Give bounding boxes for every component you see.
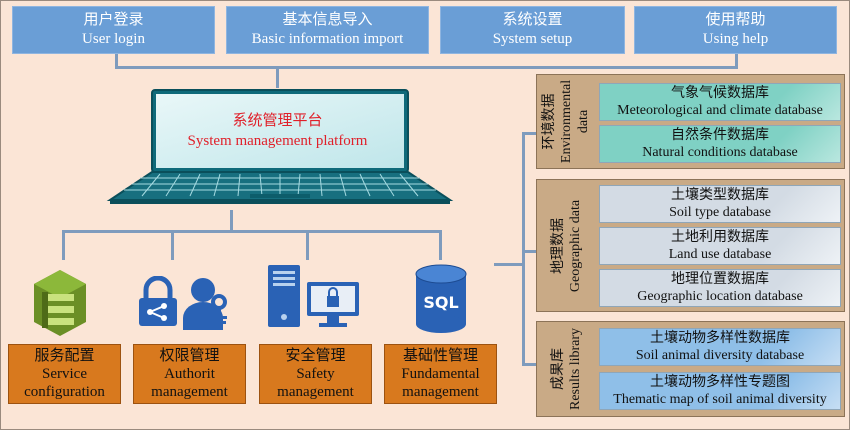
safety-management-en1: Safety: [296, 366, 335, 382]
platform-zh: 系统管理平台: [232, 113, 323, 129]
fundamental-management-zh: 基础性管理: [402, 348, 478, 364]
land-use-database[interactable]: 土地利用数据库 Land use database: [599, 227, 841, 265]
connector-top-right-tick: [735, 54, 738, 69]
connector-right-vertical: [522, 132, 525, 366]
using-help-en: Using help: [702, 31, 769, 47]
platform-en: System management platform: [187, 133, 368, 149]
service-configuration-button[interactable]: 服务配置 Service configuration: [8, 344, 121, 404]
connector-bottom-bracket: [62, 230, 442, 233]
safety-management-button[interactable]: 安全管理 Safety management: [259, 344, 372, 404]
environmental-data-label: 环境数据 Environmental data: [537, 75, 597, 168]
service-configuration-en1: Service: [42, 366, 87, 382]
meteorological-climate-database[interactable]: 气象气候数据库 Meteorological and climate datab…: [599, 83, 841, 121]
fundamental-management-en1: Fundamental: [401, 366, 480, 382]
system-setup-zh: 系统设置: [502, 12, 563, 28]
natural-conditions-en: Natural conditions database: [642, 145, 798, 160]
geographic-location-zh: 地理位置数据库: [671, 272, 769, 287]
monitor-lock-icon: [307, 282, 359, 327]
soil-animal-diversity-database[interactable]: 土壤动物多样性数据库 Soil animal diversity databas…: [599, 328, 841, 366]
geographic-location-en: Geographic location database: [637, 289, 803, 304]
connector-bottom-tick-4: [439, 230, 442, 260]
results-library-zh: 成果库: [551, 348, 567, 391]
natural-conditions-zh: 自然条件数据库: [671, 128, 769, 143]
using-help-button[interactable]: 使用帮助 Using help: [634, 6, 837, 54]
geographic-data-en1: Geographic data: [568, 199, 583, 292]
soil-animal-diversity-zh: 土壤动物多样性数据库: [650, 331, 790, 346]
soil-type-zh: 土壤类型数据库: [671, 188, 769, 203]
geographic-data-group: 地理数据 Geographic data 土壤类型数据库 Soil type d…: [536, 179, 845, 312]
results-library-en1: Results library: [568, 327, 584, 411]
land-use-en: Land use database: [668, 247, 772, 262]
laptop-illustration: [106, 89, 454, 204]
geographic-data-zh: 地理数据: [551, 217, 566, 274]
thematic-map-en: Thematic map of soil animal diversity: [613, 392, 827, 407]
user-login-zh: 用户登录: [83, 12, 144, 28]
permission-lock-icon: [139, 276, 177, 326]
connector-right-horizontal: [494, 263, 524, 266]
soil-type-en: Soil type database: [669, 205, 771, 220]
safety-management-en2: management: [277, 384, 354, 400]
connector-bottom-stem: [230, 210, 233, 232]
land-use-zh: 土地利用数据库: [671, 230, 769, 245]
using-help-zh: 使用帮助: [705, 12, 766, 28]
thematic-map-soil-animal-diversity[interactable]: 土壤动物多样性专题图 Thematic map of soil animal d…: [599, 372, 841, 410]
user-key-icon: [183, 278, 227, 330]
sql-icon-text: SQL: [423, 293, 458, 312]
geographic-location-database[interactable]: 地理位置数据库 Geographic location database: [599, 269, 841, 307]
authority-management-en2: management: [151, 384, 228, 400]
connector-top-stem: [276, 66, 279, 88]
safety-management-zh: 安全管理: [285, 348, 346, 364]
authority-management-button[interactable]: 权限管理 Authorit management: [133, 344, 246, 404]
authority-management-en1: Authorit: [164, 366, 215, 382]
connector-top-left-tick: [115, 54, 118, 69]
sql-database-icon: SQL: [415, 264, 467, 333]
authority-management-zh: 权限管理: [159, 348, 220, 364]
user-login-en: User login: [82, 31, 145, 47]
environmental-data-en1: Environmental: [559, 79, 575, 164]
meteorological-climate-zh: 气象气候数据库: [671, 86, 769, 101]
user-login-button[interactable]: 用户登录 User login: [12, 6, 215, 54]
connector-right-tick-1: [522, 132, 536, 135]
thematic-map-zh: 土壤动物多样性专题图: [650, 375, 790, 390]
connector-bottom-tick-1: [62, 230, 65, 260]
server-icon: [268, 265, 300, 327]
connector-right-tick-2: [522, 250, 536, 253]
basic-info-import-button[interactable]: 基本信息导入 Basic information import: [226, 6, 429, 54]
geographic-data-label: 地理数据 Geographic data: [537, 180, 597, 311]
connector-bottom-tick-2: [171, 230, 174, 260]
environmental-data-zh: 环境数据: [542, 93, 558, 150]
system-management-platform: 系统管理平台 System management platform: [155, 97, 400, 165]
results-library-label: 成果库 Results library: [537, 322, 597, 416]
system-setup-en: System setup: [492, 31, 573, 47]
environmental-data-group: 环境数据 Environmental data 气象气候数据库 Meteorol…: [536, 74, 845, 169]
environmental-data-en2: data: [576, 109, 592, 134]
service-config-icon: [34, 270, 86, 336]
meteorological-climate-en: Meteorological and climate database: [617, 103, 823, 118]
basic-info-import-en: Basic information import: [251, 31, 404, 47]
fundamental-management-button[interactable]: 基础性管理 Fundamental management: [384, 344, 497, 404]
natural-conditions-database[interactable]: 自然条件数据库 Natural conditions database: [599, 125, 841, 163]
connector-bottom-tick-3: [306, 230, 309, 260]
basic-info-import-zh: 基本信息导入: [282, 12, 373, 28]
system-setup-button[interactable]: 系统设置 System setup: [440, 6, 625, 54]
service-configuration-en2: configuration: [24, 384, 105, 400]
service-configuration-zh: 服务配置: [34, 348, 95, 364]
soil-type-database[interactable]: 土壤类型数据库 Soil type database: [599, 185, 841, 223]
fundamental-management-en2: management: [402, 384, 479, 400]
results-library-group: 成果库 Results library 土壤动物多样性数据库 Soil anim…: [536, 321, 845, 417]
connector-right-tick-3: [522, 363, 536, 366]
soil-animal-diversity-en: Soil animal diversity database: [635, 348, 805, 363]
connector-top-bracket: [115, 66, 738, 69]
